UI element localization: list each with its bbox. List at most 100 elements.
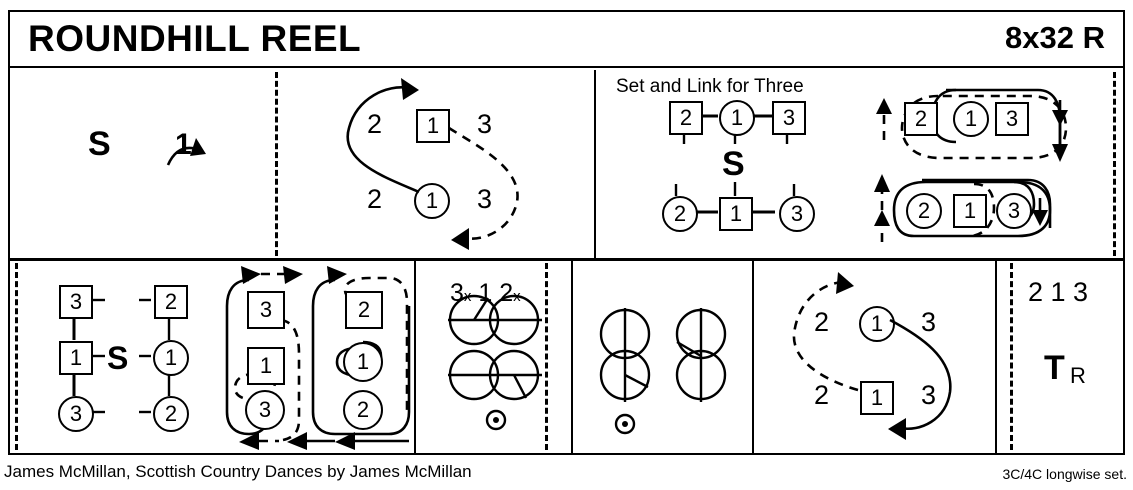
- token-text: 2: [357, 297, 371, 322]
- token-text: 1: [69, 345, 83, 370]
- token-text: 3: [782, 105, 796, 130]
- vertical-circles-svg: [599, 308, 727, 435]
- row2-dash-divider-2: [545, 263, 548, 450]
- token-text: 2: [917, 198, 931, 223]
- dancer-2-circle-bot: 2: [662, 196, 698, 232]
- dancer-1-square-bot: 1: [719, 197, 753, 231]
- label-1: 1: [478, 279, 493, 307]
- token-text: 3: [790, 201, 804, 226]
- dancer-2-circle-bot: 2: [906, 193, 942, 229]
- page-title: ROUNDHILL REEL: [28, 18, 362, 59]
- token-text: 1: [425, 188, 439, 213]
- token-text: 2: [164, 401, 178, 426]
- row2-dash-divider-1: [15, 263, 18, 450]
- bars-29-32-cell: 2 1 3 2 1 3: [754, 262, 993, 452]
- set-symbol: S: [722, 145, 745, 183]
- bars-1-4-cell: S 1: [10, 70, 275, 258]
- token-text: 3: [1005, 106, 1019, 131]
- row2-solid-divider-3: [752, 260, 754, 453]
- pos-label-2-top: 2: [814, 307, 830, 337]
- dancer-1-circle-top: 1: [953, 101, 989, 137]
- turn-subscript: R: [1070, 363, 1086, 388]
- token-text: 3: [258, 397, 272, 422]
- title-bar: [8, 10, 1125, 68]
- token-text: 1: [729, 201, 743, 226]
- row-divider: [8, 258, 1125, 261]
- dancer-2-square-right-top: 2: [154, 285, 188, 319]
- token-text: 2: [356, 397, 370, 422]
- bars-17-20-cell: 3 1 3 S 2 1 2: [17, 262, 412, 452]
- dancer-1-circle-right-mid: 1: [153, 340, 189, 376]
- token-text: 3: [69, 289, 83, 314]
- token-text: 1: [164, 345, 178, 370]
- token-text: 2: [164, 289, 178, 314]
- token-text: 3: [69, 401, 83, 426]
- final-order-label: 2 1 3: [1028, 277, 1089, 307]
- token-text: 1: [870, 311, 884, 336]
- pos-label-2-bot: 2: [367, 184, 383, 214]
- pos-label-2-top: 2: [367, 109, 383, 139]
- token-text: 3: [259, 297, 273, 322]
- token-text: 1: [870, 385, 884, 410]
- set-type-text: 3C/4C longwise set.: [1002, 466, 1127, 482]
- pos-label-3-top: 3: [477, 109, 493, 139]
- dance-meta: 8x32 R: [1005, 20, 1105, 55]
- bars-27-28-cell: [573, 262, 751, 452]
- dancer-3-square-top: 3: [995, 102, 1029, 136]
- token-text: 1: [259, 353, 273, 378]
- final-position-cell: 2 1 3 T R: [997, 262, 1123, 452]
- token-text: 1: [730, 105, 744, 130]
- turn-arrow-svg: [166, 138, 206, 166]
- dancer-3-circle-left-bot: 3: [58, 396, 94, 432]
- token-text: 1: [356, 349, 370, 374]
- dancer-2-circle-loop: 2: [343, 390, 383, 430]
- link-loops-svg: [874, 88, 1068, 242]
- dancer-2-square-loop: 2: [345, 291, 383, 329]
- dancer-1-square-loop: 1: [247, 347, 285, 385]
- dancer-3-circle-bot: 3: [779, 196, 815, 232]
- pos-label-3-bot: 3: [477, 184, 493, 214]
- token-text: 1: [963, 198, 977, 223]
- credit-text: James McMillan, Scottish Country Dances …: [4, 462, 472, 481]
- row1-dash-divider-2: [1113, 72, 1116, 256]
- diagram-frame: [8, 10, 1125, 455]
- token-text: 2: [679, 105, 693, 130]
- pos-label-3-bot: 3: [921, 380, 937, 410]
- bars-9-12-cell: Set and Link for Three 2 1 3 S: [596, 70, 861, 258]
- dancer-1-square-left-mid: 1: [59, 341, 93, 375]
- dancer-3-square-top: 3: [772, 101, 806, 135]
- dancer-1-square-bot: 1: [860, 381, 894, 415]
- turn-symbol: T: [1044, 349, 1065, 387]
- bars-13-16-cell: 2 1 3 2 1 3: [862, 70, 1113, 258]
- row2-solid-divider-1: [414, 260, 416, 453]
- set-symbol: S: [88, 125, 111, 163]
- dancer-3-square-loop: 3: [247, 291, 285, 329]
- dancer-3-square-left-top: 3: [59, 285, 93, 319]
- dancer-2-square-top: 2: [669, 101, 703, 135]
- bars-25-26-cell: 3x 1 2x: [416, 262, 569, 452]
- dancer-2-circle-right-bot: 2: [153, 396, 189, 432]
- figure-caption: Set and Link for Three: [616, 76, 804, 97]
- figure-paths-svg: [792, 272, 952, 440]
- dancer-2-square-top: 2: [904, 102, 938, 136]
- token-text: 3: [1007, 198, 1021, 223]
- dancer-1-circle-bot: 1: [414, 183, 450, 219]
- dancer-1-circle-top: 1: [719, 100, 755, 136]
- dancer-3-circle-bot: 3: [996, 193, 1032, 229]
- bars-5-8-cell: 2 1 3 2 1 3: [277, 70, 593, 258]
- set-symbol: S: [107, 340, 129, 376]
- pos-label-2-bot: 2: [814, 380, 830, 410]
- dancer-1-square-bot: 1: [953, 194, 987, 228]
- token-text: 1: [426, 113, 440, 138]
- dancer-1-square-top: 1: [416, 109, 450, 143]
- token-text: 1: [964, 106, 978, 131]
- figure-paths-svg: [346, 78, 519, 250]
- dancer-1-circle-top: 1: [859, 306, 895, 342]
- row1-solid-divider: [594, 70, 596, 258]
- token-text: 2: [914, 106, 928, 131]
- token-text: 2: [673, 201, 687, 226]
- dancer-1-circle-loop: 1: [343, 342, 383, 382]
- row2-solid-divider-4: [995, 260, 997, 453]
- dancer-3-circle-loop: 3: [245, 390, 285, 430]
